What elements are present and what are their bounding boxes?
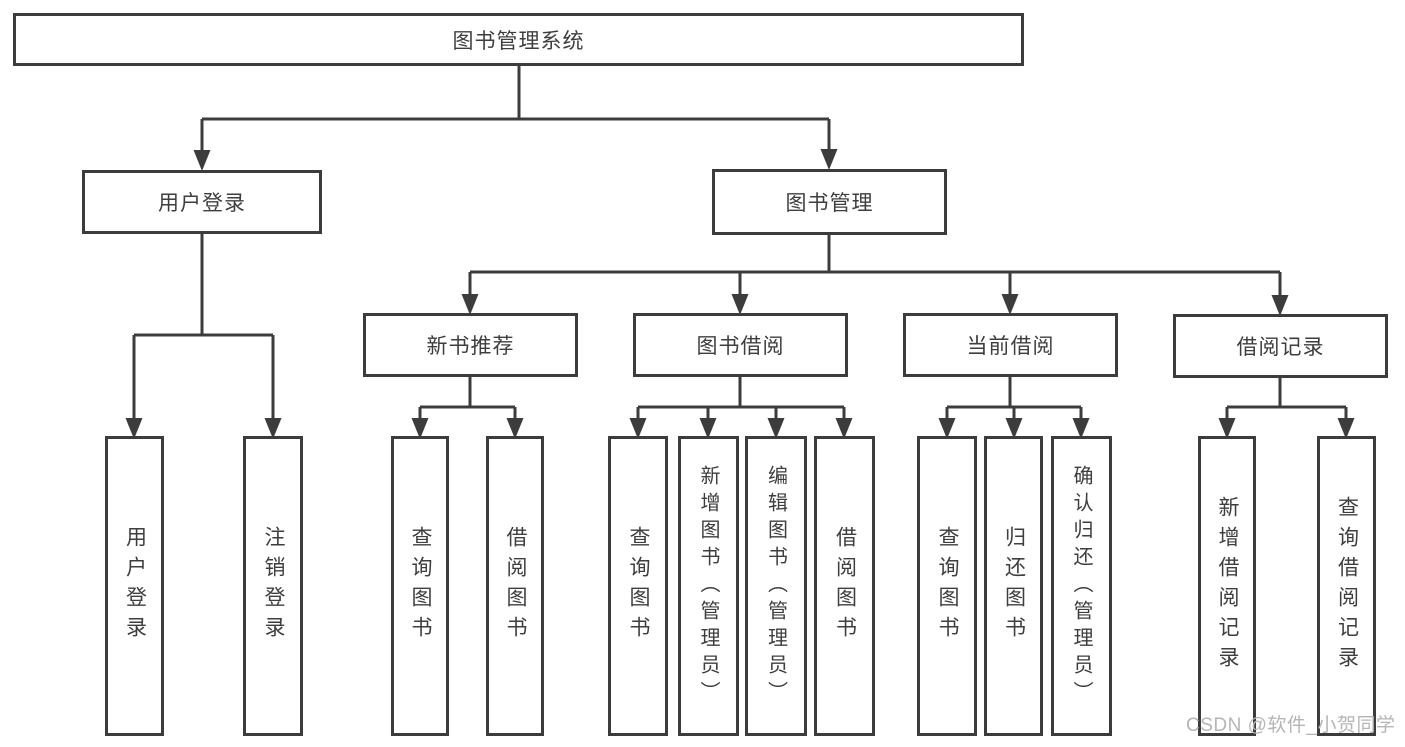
connector-user-login-children — [125, 234, 282, 439]
node-book-borrow: 图书借阅 — [633, 313, 848, 377]
connector-current-borrow-children — [938, 377, 1090, 439]
node-borrow-records: 借阅记录 — [1173, 314, 1388, 378]
node-root: 图书管理系统 — [13, 13, 1024, 66]
connector-borrow-records-children — [1218, 378, 1355, 439]
node-cb-confirm-return-admin: 确认归还（管理员） — [1051, 436, 1112, 736]
node-rec-borrow-books: 借阅图书 — [486, 436, 544, 736]
connector-root-to-level1 — [193, 66, 838, 171]
node-current-borrow: 当前借阅 — [903, 313, 1118, 377]
node-user-login: 用户登录 — [82, 170, 322, 234]
connector-book-borrow-children — [629, 377, 853, 439]
node-br-add-record: 新增借阅记录 — [1198, 436, 1256, 736]
node-cb-return-books: 归还图书 — [984, 436, 1043, 736]
node-new-book-recommend: 新书推荐 — [363, 313, 578, 377]
node-bb-borrow-books: 借阅图书 — [814, 436, 875, 736]
node-bb-add-books-admin: 新增图书（管理员） — [678, 436, 739, 736]
node-cb-query-books: 查询图书 — [917, 436, 977, 736]
node-book-mgmt: 图书管理 — [712, 169, 947, 235]
node-bb-query-books: 查询图书 — [608, 436, 668, 736]
node-login-leaf: 用户登录 — [105, 436, 164, 736]
node-bb-edit-books-admin: 编辑图书（管理员） — [745, 436, 807, 736]
node-rec-query-books: 查询图书 — [391, 436, 449, 736]
node-br-query-record: 查询借阅记录 — [1317, 436, 1376, 736]
node-logout-leaf: 注销登录 — [243, 436, 303, 736]
csdn-watermark: CSDN @软件_小贺同学 — [1186, 715, 1396, 736]
connector-book-mgmt-children — [461, 235, 1289, 316]
connector-new-book-rec-children — [411, 377, 524, 439]
